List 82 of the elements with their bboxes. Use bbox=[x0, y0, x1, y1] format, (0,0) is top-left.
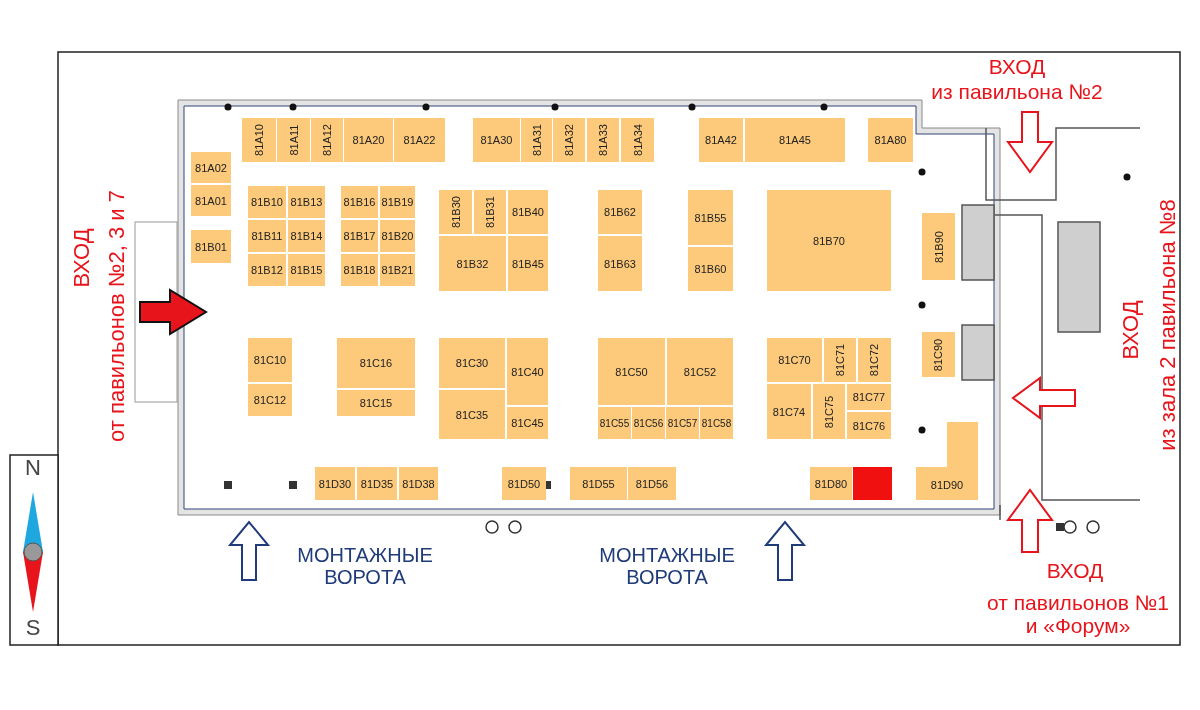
booth bbox=[853, 467, 892, 500]
booth: 81C71 bbox=[824, 338, 856, 382]
booth: 81A30 bbox=[473, 118, 520, 162]
booth: 81A12 bbox=[311, 118, 343, 162]
booth: 81A01 bbox=[191, 185, 231, 216]
entrance-label: из павильона №2 bbox=[931, 80, 1103, 104]
entrance-label: ВХОД bbox=[69, 228, 95, 288]
gate-label: МОНТАЖНЫЕ ВОРОТА bbox=[598, 544, 736, 588]
booth: 81C70 bbox=[767, 338, 822, 382]
booth: 81A45 bbox=[745, 118, 845, 162]
booth: 81C35 bbox=[439, 390, 505, 439]
booth: 81B13 bbox=[288, 186, 325, 218]
booth: 81C57 bbox=[666, 407, 699, 439]
booth: 81B62 bbox=[598, 190, 642, 234]
booth: 81A33 bbox=[587, 118, 619, 162]
booth: 81D30 bbox=[315, 467, 355, 500]
booth: 81C12 bbox=[248, 384, 292, 416]
booth: 81C16 bbox=[337, 338, 415, 388]
booth: 81C52 bbox=[667, 338, 733, 405]
booth: 81C72 bbox=[858, 338, 891, 382]
booth: 81A20 bbox=[344, 118, 393, 162]
booth: 81A02 bbox=[191, 152, 231, 183]
compass-north-label: N bbox=[25, 455, 41, 481]
booth: 81B18 bbox=[341, 254, 378, 286]
booth: 81B12 bbox=[248, 254, 286, 286]
booth: 81B17 bbox=[341, 220, 378, 252]
booth: 81C90 bbox=[922, 332, 955, 377]
booth: 81B40 bbox=[508, 190, 548, 234]
booth: 81C30 bbox=[439, 338, 505, 388]
entrance-label: ВХОД bbox=[1118, 300, 1144, 360]
booth: 81C15 bbox=[337, 390, 415, 416]
booth: 81B55 bbox=[688, 190, 733, 245]
booth: 81B30 bbox=[439, 190, 472, 234]
booth: 81A31 bbox=[521, 118, 552, 162]
booth: 81A22 bbox=[394, 118, 445, 162]
booth: 81B10 bbox=[248, 186, 286, 218]
entrance-label: из зала 2 павильона №8 bbox=[1155, 199, 1181, 451]
booth: 81B32 bbox=[439, 236, 506, 291]
booth: 81C55 bbox=[598, 407, 631, 439]
booth: 81B19 bbox=[380, 186, 415, 218]
booth: 81D56 bbox=[628, 467, 676, 500]
booth: 81D80 bbox=[810, 467, 852, 500]
gate-label: МОНТАЖНЫЕ ВОРОТА bbox=[296, 544, 434, 588]
booth: 81B70 bbox=[767, 190, 891, 291]
booth: 81D50 bbox=[502, 467, 546, 500]
booth: 81C56 bbox=[632, 407, 665, 439]
booth: 81A32 bbox=[553, 118, 585, 162]
booth: 81C75 bbox=[813, 384, 845, 439]
booth: 81B63 bbox=[598, 236, 642, 291]
booth: 81B16 bbox=[341, 186, 378, 218]
booth: 81B90 bbox=[922, 213, 955, 280]
booth: 81B21 bbox=[380, 254, 415, 286]
booth: 81C50 bbox=[598, 338, 665, 405]
booth: 81C45 bbox=[507, 407, 548, 439]
booth: 81C40 bbox=[507, 338, 548, 405]
booth: 81D90 bbox=[916, 422, 978, 500]
booth: 81A34 bbox=[621, 118, 654, 162]
booth: 81D38 bbox=[399, 467, 438, 500]
compass-south-label: S bbox=[25, 615, 41, 641]
booth: 81C76 bbox=[847, 412, 891, 439]
booth: 81D55 bbox=[570, 467, 627, 500]
booth: 81C58 bbox=[700, 407, 733, 439]
entrance-label: от павильонов №1 и «Форум» bbox=[986, 590, 1170, 638]
booth: 81D35 bbox=[357, 467, 397, 500]
entrance-label: от павильонов №2, 3 и 7 bbox=[104, 190, 130, 442]
booth: 81B14 bbox=[288, 220, 325, 252]
booth: 81C77 bbox=[847, 384, 891, 410]
booth: 81A42 bbox=[699, 118, 743, 162]
booth: 81C10 bbox=[248, 338, 292, 382]
booth: 81A80 bbox=[868, 118, 913, 162]
booth: 81B31 bbox=[474, 190, 506, 234]
booth: 81B60 bbox=[688, 247, 733, 291]
booth: 81B11 bbox=[248, 220, 286, 252]
booth: 81A11 bbox=[277, 118, 310, 162]
booth: 81C74 bbox=[767, 384, 811, 439]
booth: 81B15 bbox=[288, 254, 325, 286]
entrance-label: ВХОД bbox=[988, 55, 1046, 79]
booth: 81B20 bbox=[380, 220, 415, 252]
booth: 81B01 bbox=[191, 230, 231, 263]
entrance-label: ВХОД bbox=[1046, 559, 1104, 583]
booth: 81A10 bbox=[242, 118, 276, 162]
booth: 81B45 bbox=[508, 236, 548, 291]
